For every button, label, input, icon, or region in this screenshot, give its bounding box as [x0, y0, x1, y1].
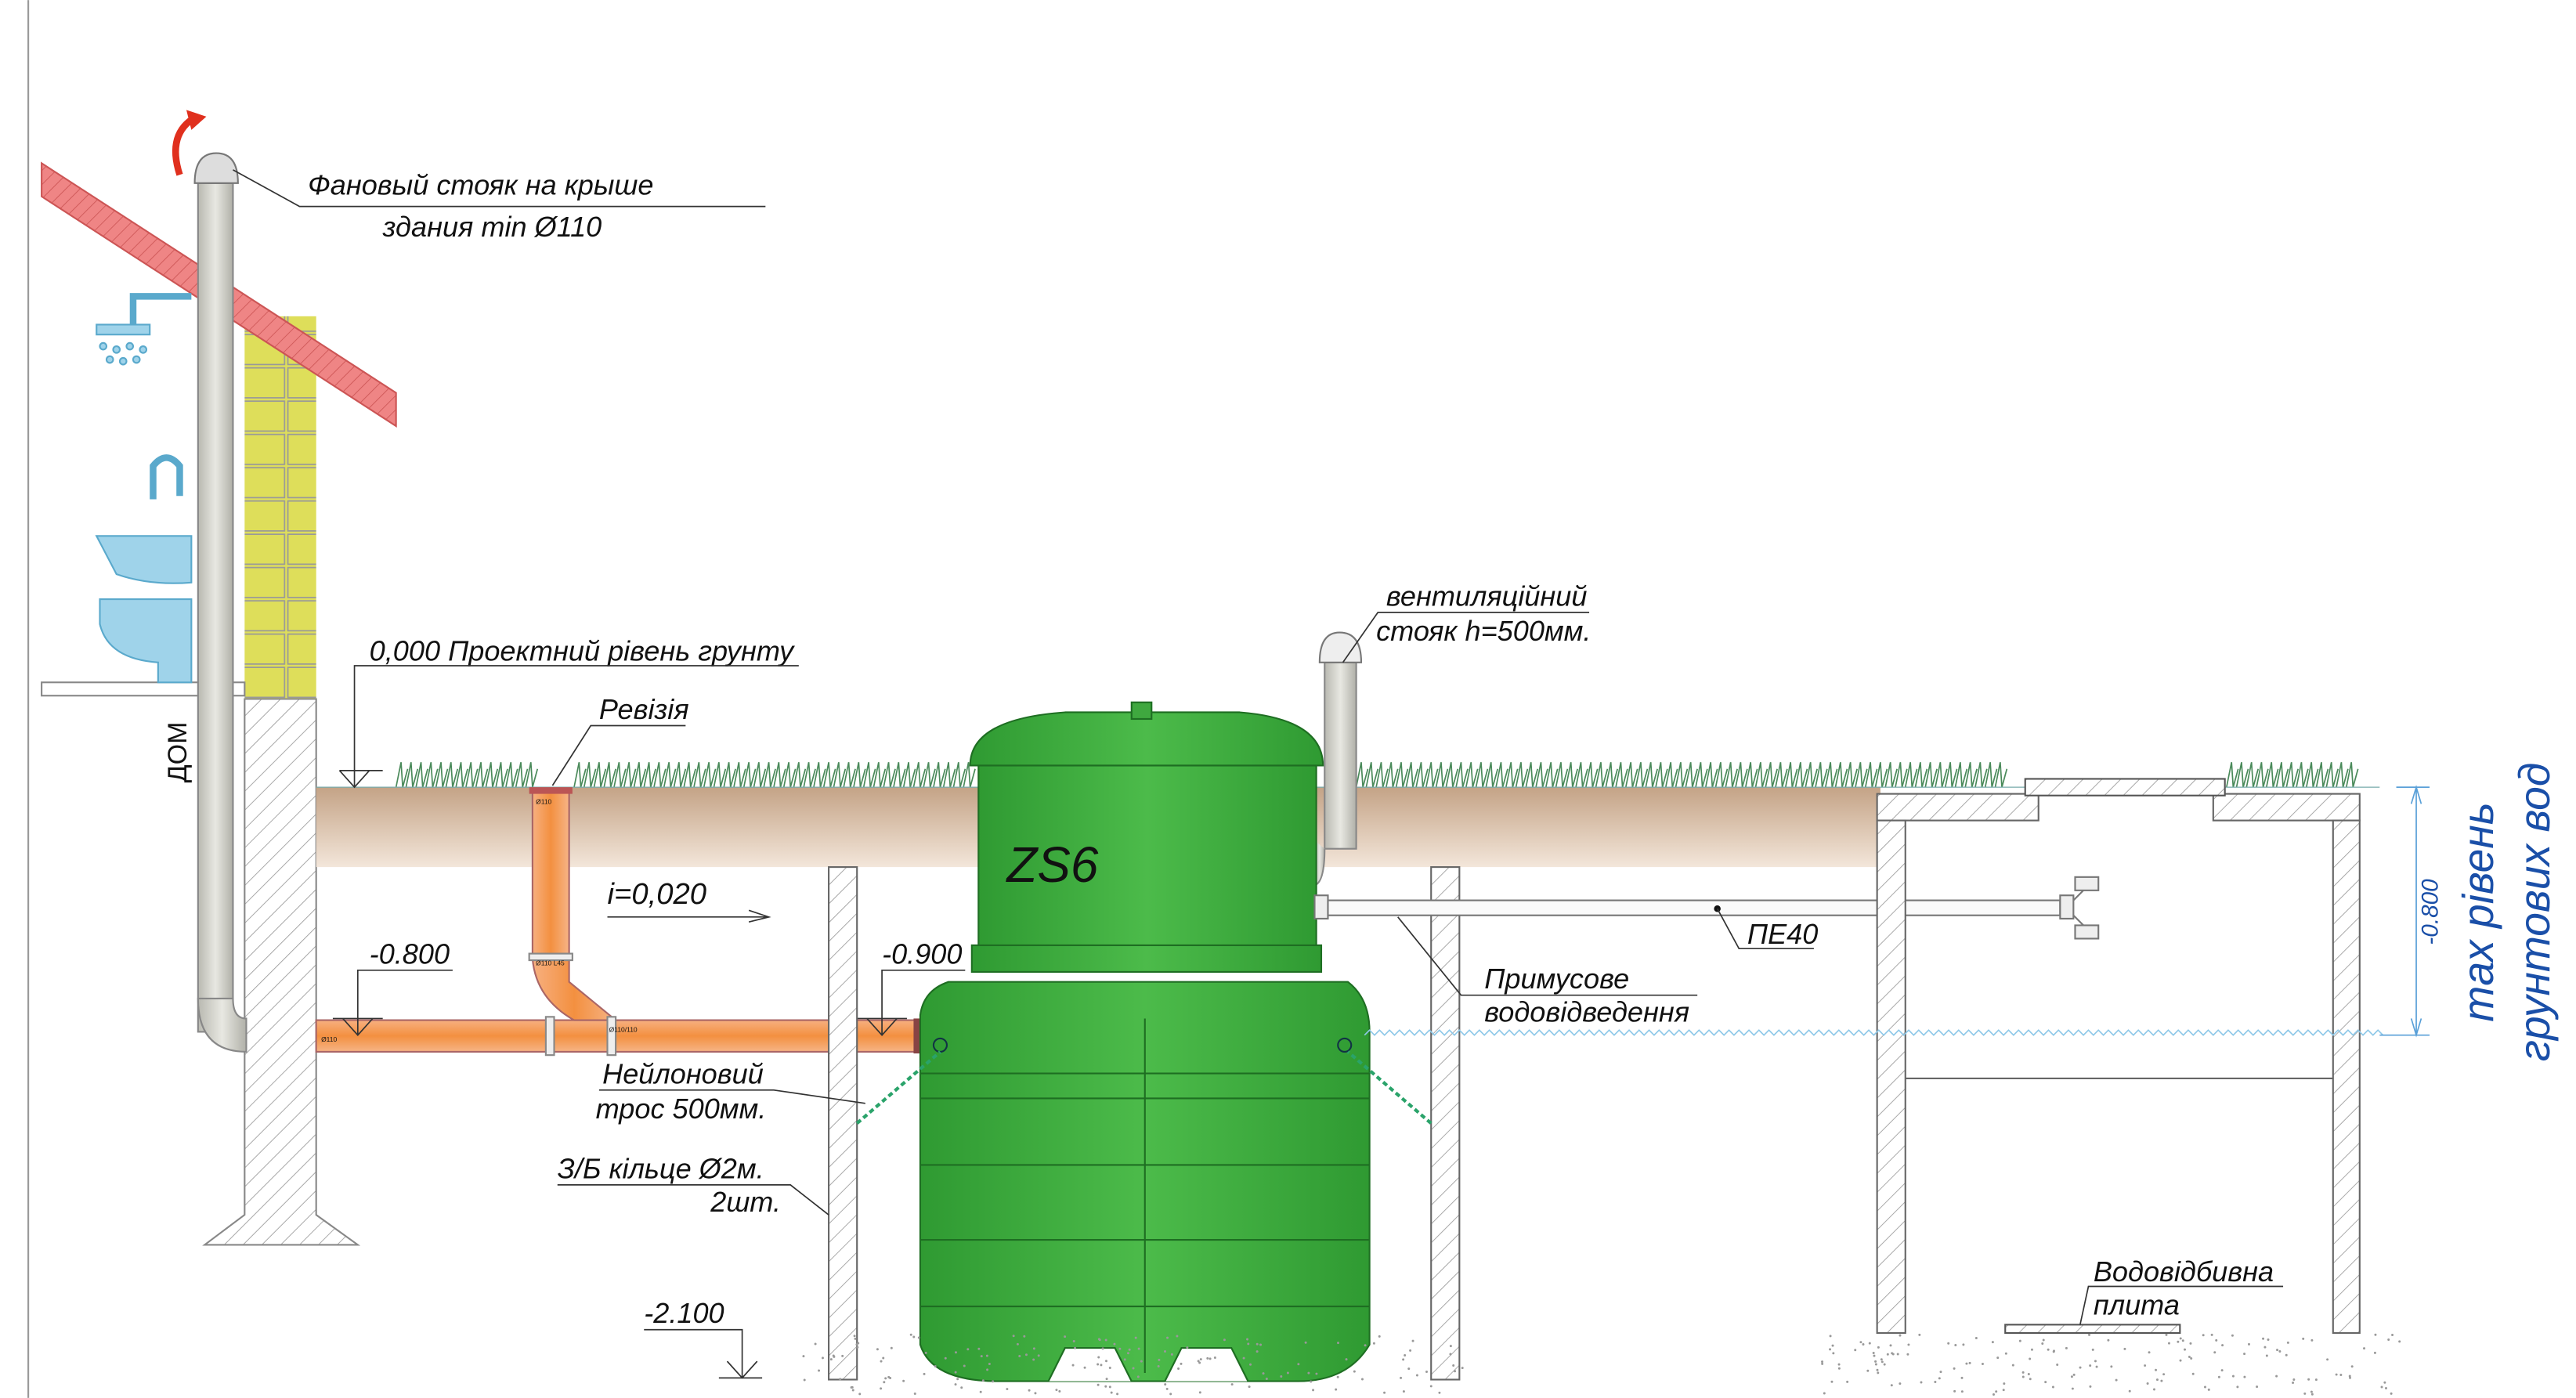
toilet-icon [99, 598, 193, 684]
vent-riser-label-1: вентиляційний [1386, 580, 1588, 612]
splash-plate-label-1: Водовідбивна [2094, 1255, 2274, 1288]
house-vent-stack [172, 110, 247, 1053]
sink-icon [95, 454, 193, 584]
drainage-well [1876, 778, 2361, 1335]
grass-tuft [2225, 762, 2359, 788]
gravel-bed [802, 1333, 2401, 1396]
groundwater-depth-label: -0.800 [2418, 879, 2444, 945]
well-lid [2024, 778, 2226, 797]
concrete-ring-label-2: 2шт. [710, 1186, 781, 1218]
pipe-mark: Ø110 [321, 1035, 337, 1043]
forced-drain-label-2: водовідведення [1484, 996, 1689, 1028]
concrete-ring-left [828, 866, 858, 1381]
slope-arrow-icon [607, 909, 771, 923]
groundwater-label-2: грунтових вод [2510, 763, 2559, 1062]
pipe-mark: Ø110 [536, 797, 551, 805]
sewer-pipe: Ø110 Ø110 L45 Ø110/110 Ø110 [315, 787, 923, 1057]
concrete-ring-right [1430, 866, 1461, 1381]
grass [395, 762, 2359, 788]
grass-tuft [573, 762, 976, 788]
revision-label: Ревізія [599, 693, 689, 725]
shower-icon [96, 293, 192, 366]
forced-drain-label-1: Примусове [1484, 963, 1629, 995]
splash-plate-label-2: плита [2094, 1289, 2180, 1321]
splash-plate [2004, 1324, 2181, 1335]
pe-pipe-label: ПЕ40 [1747, 918, 1818, 950]
vent-cap-icon [1318, 631, 1363, 663]
level-bottom-label: -2.100 [644, 1297, 724, 1329]
grass-tuft [1355, 762, 2008, 788]
tank-vent-riser [1313, 631, 1363, 887]
pipe-mark: Ø110/110 [609, 1025, 638, 1033]
nylon-rope-label-1: Нейлоновий [602, 1057, 764, 1089]
pipe-mark: Ø110 L45 [536, 959, 565, 966]
foundation-wall [202, 698, 361, 1246]
nylon-rope [855, 1050, 1433, 1125]
floor [41, 681, 246, 697]
groundwater-level-line [1364, 1029, 2384, 1036]
ground-level-label: 0,000 Проектний рівень грунту [370, 635, 795, 667]
vent-stack-roof-label-2: здания min Ø110 [382, 211, 602, 243]
vent-cap-icon [193, 152, 239, 184]
groundwater-dimension [2379, 785, 2430, 1038]
concrete-ring-label-1: З/Б кільце Ø2м. [558, 1152, 764, 1184]
septic-tank: ZS6 [919, 701, 1371, 1382]
level-inlet-label: -0.800 [370, 937, 450, 970]
slope-label: i=0,020 [608, 877, 707, 911]
tank-model-label: ZS6 [1005, 836, 1098, 893]
level-tank-inlet-label: -0.900 [882, 937, 962, 970]
brick-wall [244, 316, 316, 699]
house-label: ДОМ [163, 722, 193, 783]
nylon-rope-label-2: трос 500мм. [596, 1093, 767, 1125]
vent-stack-roof-label-1: Фановый стояк на крыше [308, 169, 653, 201]
groundwater-label-1: max рівень [2454, 802, 2502, 1021]
grass-tuft [395, 762, 539, 788]
vent-riser-label-2: стояк h=500мм. [1376, 615, 1591, 647]
